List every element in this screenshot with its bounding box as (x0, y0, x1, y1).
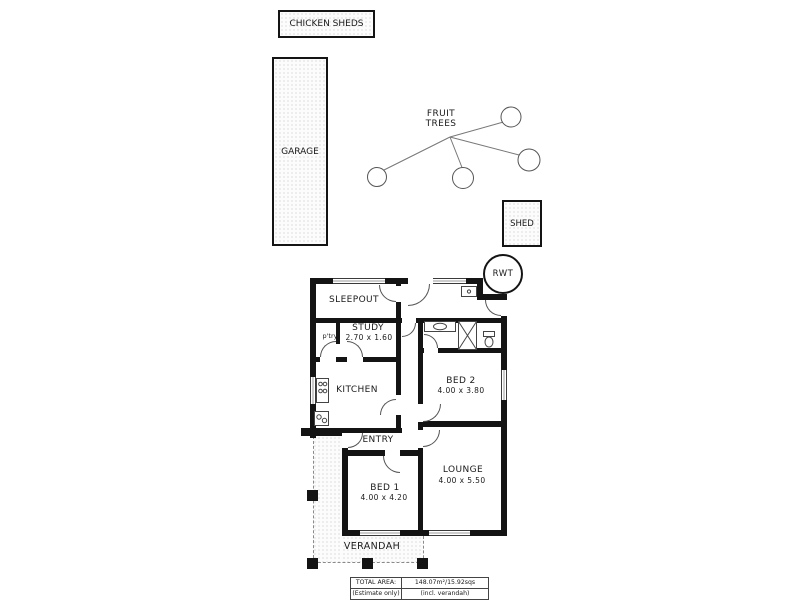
room-dims-bed1: 4.00 x 4.20 (360, 493, 408, 502)
room-label-study: STUDY (352, 323, 384, 333)
verandah-post (307, 490, 318, 501)
window-bed2 (501, 370, 507, 400)
shed-label: SHED (510, 218, 534, 229)
door-opening-side (501, 300, 507, 316)
kitchen-sink-icon (314, 411, 329, 426)
window-lounge (429, 530, 470, 536)
wall-step-vertical (477, 278, 483, 300)
door-opening-lounge (418, 430, 423, 448)
wall-bed2-lounge (418, 421, 507, 427)
verandah-post (307, 558, 318, 569)
shed-outline: SHED (502, 200, 542, 247)
wall-step-horizontal (477, 294, 507, 300)
chicken-sheds-label: CHICKEN SHEDS (289, 19, 364, 29)
door-opening-sleepout (396, 286, 401, 302)
verandah-edge (423, 536, 424, 563)
area-table-label-1: TOTAL AREA: (351, 578, 401, 588)
room-label-kitchen: KITCHEN (336, 385, 378, 395)
area-table-value-1: 148.07m²/15.92sqs (402, 578, 488, 588)
window-bed1 (360, 530, 400, 536)
room-label-lounge: LOUNGE (442, 465, 484, 475)
window-sleepout (333, 278, 385, 284)
chicken-sheds-outline: CHICKEN SHEDS (278, 10, 375, 38)
wall-hall-top (396, 318, 507, 323)
door-opening-study (347, 357, 363, 362)
door-opening-rear (408, 278, 433, 284)
door-opening-pantry (320, 357, 336, 362)
rwt-label: RWT (492, 269, 514, 279)
wall-bed1-left (342, 428, 348, 536)
door-opening-kitchen (396, 395, 401, 415)
rainwater-tank: RWT (483, 254, 523, 294)
fixtures-graphic (314, 286, 495, 426)
fruit-trees-label: FRUIT TREES (417, 109, 465, 130)
area-table-value-2: (incl. verandah) (402, 589, 488, 599)
toilet-icon (483, 331, 495, 337)
room-dims-study: 2.70 x 1.60 (345, 333, 393, 342)
wall-bathroom-bottom (418, 348, 507, 353)
room-label-pantry: p'try (322, 332, 338, 340)
door-opening-hall (402, 318, 416, 323)
room-dims-lounge: 4.00 x 5.50 (438, 476, 486, 485)
room-label-sleepout: SLEEPOUT (329, 295, 379, 305)
door-opening-entry (342, 433, 348, 448)
wall-exterior-right (501, 294, 507, 536)
verandah-floor-bottom (342, 536, 423, 562)
room-dims-bed2: 4.00 x 3.80 (437, 386, 485, 395)
fruit-trees-graphic (367, 106, 541, 189)
tree-icon (367, 167, 387, 187)
tree-icon (500, 106, 522, 128)
tree-icon (517, 148, 541, 172)
door-opening-bathroom (424, 348, 438, 353)
window-kitchen-recess (310, 377, 316, 404)
wall-exterior-bottom (342, 530, 507, 536)
wall-front-left (301, 428, 342, 436)
wall-pantry-divider (336, 318, 340, 344)
verandah-post (417, 558, 428, 569)
wall-bed1-top (342, 450, 423, 456)
window-rear-lobby (433, 278, 466, 284)
door-opening-bed2 (418, 404, 423, 422)
room-label-bed2: BED 2 (446, 376, 476, 386)
garage-outline: GARAGE (272, 57, 328, 246)
wall-sleepout-bottom (310, 318, 401, 323)
room-label-bed1: BED 1 (370, 483, 400, 493)
verandah-post (362, 558, 373, 569)
area-table-label-2: (Estimate only) (351, 589, 401, 599)
room-label-entry: ENTRY (362, 435, 394, 445)
wall-hall-left (396, 278, 401, 433)
garage-label: GARAGE (281, 146, 319, 157)
room-label-verandah: VERANDAH (343, 541, 401, 552)
wall-entry-top (342, 428, 402, 433)
door-opening-bed1 (385, 450, 400, 456)
tree-icon (452, 167, 474, 189)
wall-hall-right (418, 318, 423, 536)
area-table: TOTAL AREA: 148.07m²/15.92sqs (Estimate … (350, 577, 489, 600)
